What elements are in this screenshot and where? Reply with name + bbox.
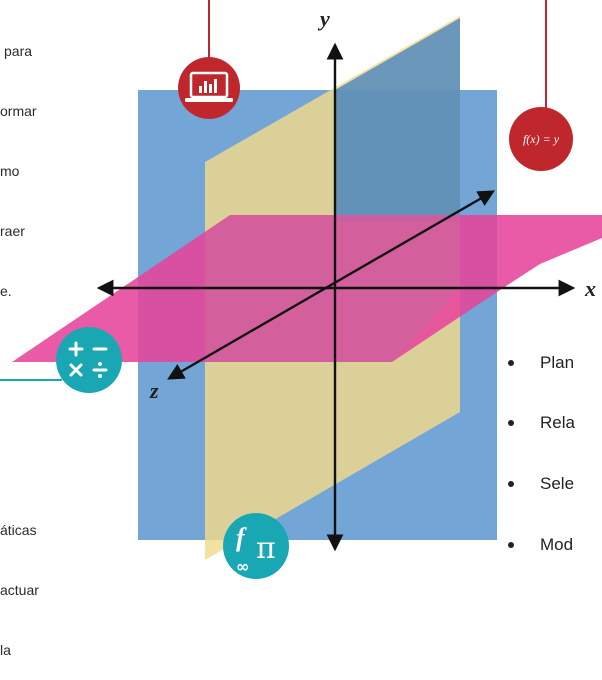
- left-text-fragment-top: para ormar mo raer e.: [0, 1, 37, 321]
- z-axis-label: z: [149, 378, 159, 403]
- bullet-dot: [508, 481, 514, 487]
- pi-symbol: π: [256, 531, 276, 566]
- text-line: para: [4, 43, 33, 59]
- bullet-dot: [508, 542, 514, 548]
- list-item: Mod: [498, 530, 573, 560]
- text-line: áticas: [0, 522, 37, 538]
- laptop-chart-icon: [185, 71, 233, 102]
- list-item-text: Plan: [540, 353, 575, 372]
- text-line: mo: [0, 163, 20, 179]
- list-item: Rela: [498, 408, 575, 438]
- infinity-symbol: ∞: [236, 557, 249, 576]
- coordinate-planes-diagram: y x z f(x) = y f: [0, 0, 602, 579]
- bullet-dot: [508, 420, 514, 426]
- bullet-dot: [508, 360, 514, 366]
- text-line: la: [0, 642, 11, 658]
- math-symbols-badge: f π ∞: [223, 513, 289, 579]
- text-line: raer: [0, 223, 25, 239]
- y-axis-label: y: [317, 6, 330, 31]
- f-symbol: f: [236, 523, 247, 552]
- text-line: ormar: [0, 103, 37, 119]
- list-item: Sele: [498, 469, 574, 499]
- z-axis: [167, 190, 495, 380]
- text-line: actuar: [0, 582, 39, 598]
- text-line: e.: [0, 283, 12, 299]
- yellow-blue-overlap: [335, 18, 460, 222]
- x-axis-label: x: [584, 276, 596, 301]
- function-badge: f(x) = y: [509, 107, 573, 171]
- math-operators-badge: [56, 327, 122, 393]
- list-item-text: Mod: [540, 535, 574, 554]
- plus-minus-times-divide-icon: [68, 341, 108, 377]
- list-item-text: Sele: [540, 474, 575, 493]
- laptop-chart-badge: [178, 57, 240, 119]
- bullet-list: Plan Rela Sele Mod: [498, 333, 602, 579]
- list-item: Plan: [498, 348, 574, 378]
- function-label: f(x) = y: [523, 132, 560, 146]
- list-item-text: Rela: [540, 413, 575, 432]
